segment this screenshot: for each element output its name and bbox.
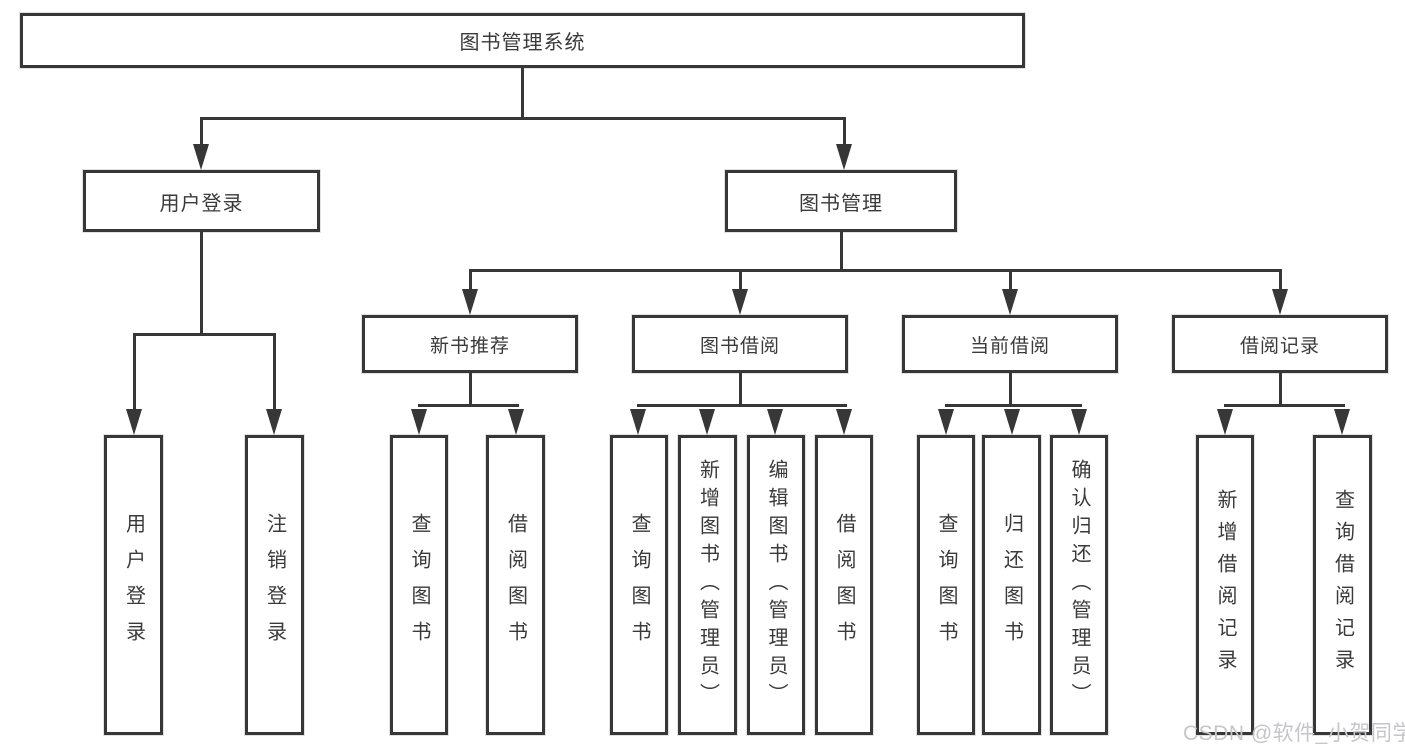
arrowhead-leaf (411, 409, 427, 435)
arrowhead-book-borrow (732, 289, 748, 315)
edge-root-branch-bar (200, 117, 846, 120)
csdn-watermark: CSDN @软件_小贺同学 (1183, 722, 1405, 745)
leaf-query-books: 查询图书 (390, 435, 448, 735)
edge-current-borrow-stem (1009, 372, 1012, 407)
leaf-label: 注销登录 (263, 513, 286, 657)
leaf-label: 新增借阅记录 (1214, 489, 1236, 681)
leaf-user-login: 用户登录 (104, 435, 163, 735)
leaf-add-books-admin: 新增图书（管理员） (678, 435, 737, 735)
leaf-label: 查询图书 (408, 513, 430, 657)
edge-drop-borrow-record (1279, 269, 1282, 295)
edge-user-login-bar (133, 333, 276, 336)
node-label: 用户登录 (159, 192, 244, 215)
leaf-label: 确认归还（管理员） (1068, 459, 1090, 711)
leaf-edit-books-admin: 编辑图书（管理员） (747, 435, 805, 735)
arrowhead-leaf (1217, 409, 1233, 435)
edge-drop-user-login (200, 117, 203, 148)
arrowhead-leaf (126, 409, 142, 435)
edge-new-book-bar (418, 404, 519, 407)
leaf-query-books: 查询图书 (610, 435, 668, 735)
leaf-label: 归还图书 (1000, 513, 1023, 657)
arrowhead-leaf (699, 409, 715, 435)
edge-book-mgmt-stem (840, 231, 843, 272)
node-book-management-branch: 图书管理 (725, 170, 957, 232)
arrowhead-book-mgmt (836, 144, 852, 170)
arrowhead-user-login (193, 144, 209, 170)
edge-drop-new-book (469, 269, 472, 295)
leaf-label: 新增图书（管理员） (696, 459, 719, 711)
edge-borrow-record-stem (1279, 372, 1282, 407)
leaf-label: 查询借阅记录 (1331, 489, 1354, 681)
leaf-label: 借阅图书 (504, 513, 527, 657)
node-new-book-recommend: 新书推荐 (362, 315, 578, 373)
node-borrowing-records: 借阅记录 (1172, 315, 1388, 373)
arrowhead-new-book (462, 289, 478, 315)
leaf-add-borrow-record: 新增借阅记录 (1196, 435, 1254, 735)
arrowhead-leaf (767, 409, 783, 435)
leaf-label: 借阅图书 (833, 513, 855, 657)
arrowhead-leaf (1004, 409, 1020, 435)
edge-book-mgmt-bar (469, 269, 1282, 272)
node-library-management-system: 图书管理系统 (20, 13, 1025, 68)
leaf-return-books: 归还图书 (982, 435, 1041, 735)
edge-drop-current-borrow (1009, 269, 1012, 295)
leaf-label: 查询图书 (628, 513, 650, 657)
edge-book-borrow-bar (637, 404, 847, 407)
edge-borrow-record-bar (1224, 404, 1345, 407)
edge-user-login-stem (200, 231, 203, 335)
edge-drop-book-mgmt (843, 117, 846, 148)
arrowhead-leaf (938, 409, 954, 435)
leaf-query-books: 查询图书 (917, 435, 975, 735)
leaf-confirm-return-admin: 确认归还（管理员） (1050, 435, 1108, 735)
arrowhead-leaf (1071, 409, 1087, 435)
edge-new-book-stem (469, 372, 472, 407)
node-label: 图书借阅 (699, 335, 780, 357)
edge-drop-book-borrow (739, 269, 742, 295)
node-label: 图书管理 (799, 192, 883, 215)
arrowhead-leaf (508, 409, 524, 435)
leaf-logout: 注销登录 (245, 435, 304, 735)
arrowhead-borrow-record (1272, 289, 1288, 315)
node-label: 借阅记录 (1239, 335, 1320, 357)
edge-book-borrow-stem (739, 372, 742, 407)
arrowhead-current-borrow (1002, 289, 1018, 315)
edge-drop-leaf (273, 333, 276, 413)
arrowhead-leaf (266, 409, 282, 435)
node-current-borrowing: 当前借阅 (902, 315, 1118, 373)
leaf-label: 用户登录 (122, 513, 145, 657)
leaf-borrow-books: 借阅图书 (486, 435, 545, 735)
node-user-login-branch: 用户登录 (83, 170, 320, 232)
leaf-borrow-books: 借阅图书 (815, 435, 873, 735)
arrowhead-leaf (1334, 409, 1350, 435)
node-label: 新书推荐 (429, 335, 510, 357)
leaf-label: 查询图书 (935, 513, 957, 657)
arrowhead-leaf (630, 409, 646, 435)
node-book-borrowing: 图书借阅 (632, 315, 848, 373)
edge-root-stem (521, 68, 524, 119)
arrowhead-leaf (836, 409, 852, 435)
edge-drop-leaf (133, 333, 136, 413)
node-label: 当前借阅 (969, 335, 1050, 357)
node-label: 图书管理系统 (459, 32, 586, 54)
leaf-label: 编辑图书（管理员） (765, 459, 787, 711)
edge-current-borrow-bar (945, 404, 1082, 407)
leaf-query-borrow-record: 查询借阅记录 (1313, 435, 1372, 735)
